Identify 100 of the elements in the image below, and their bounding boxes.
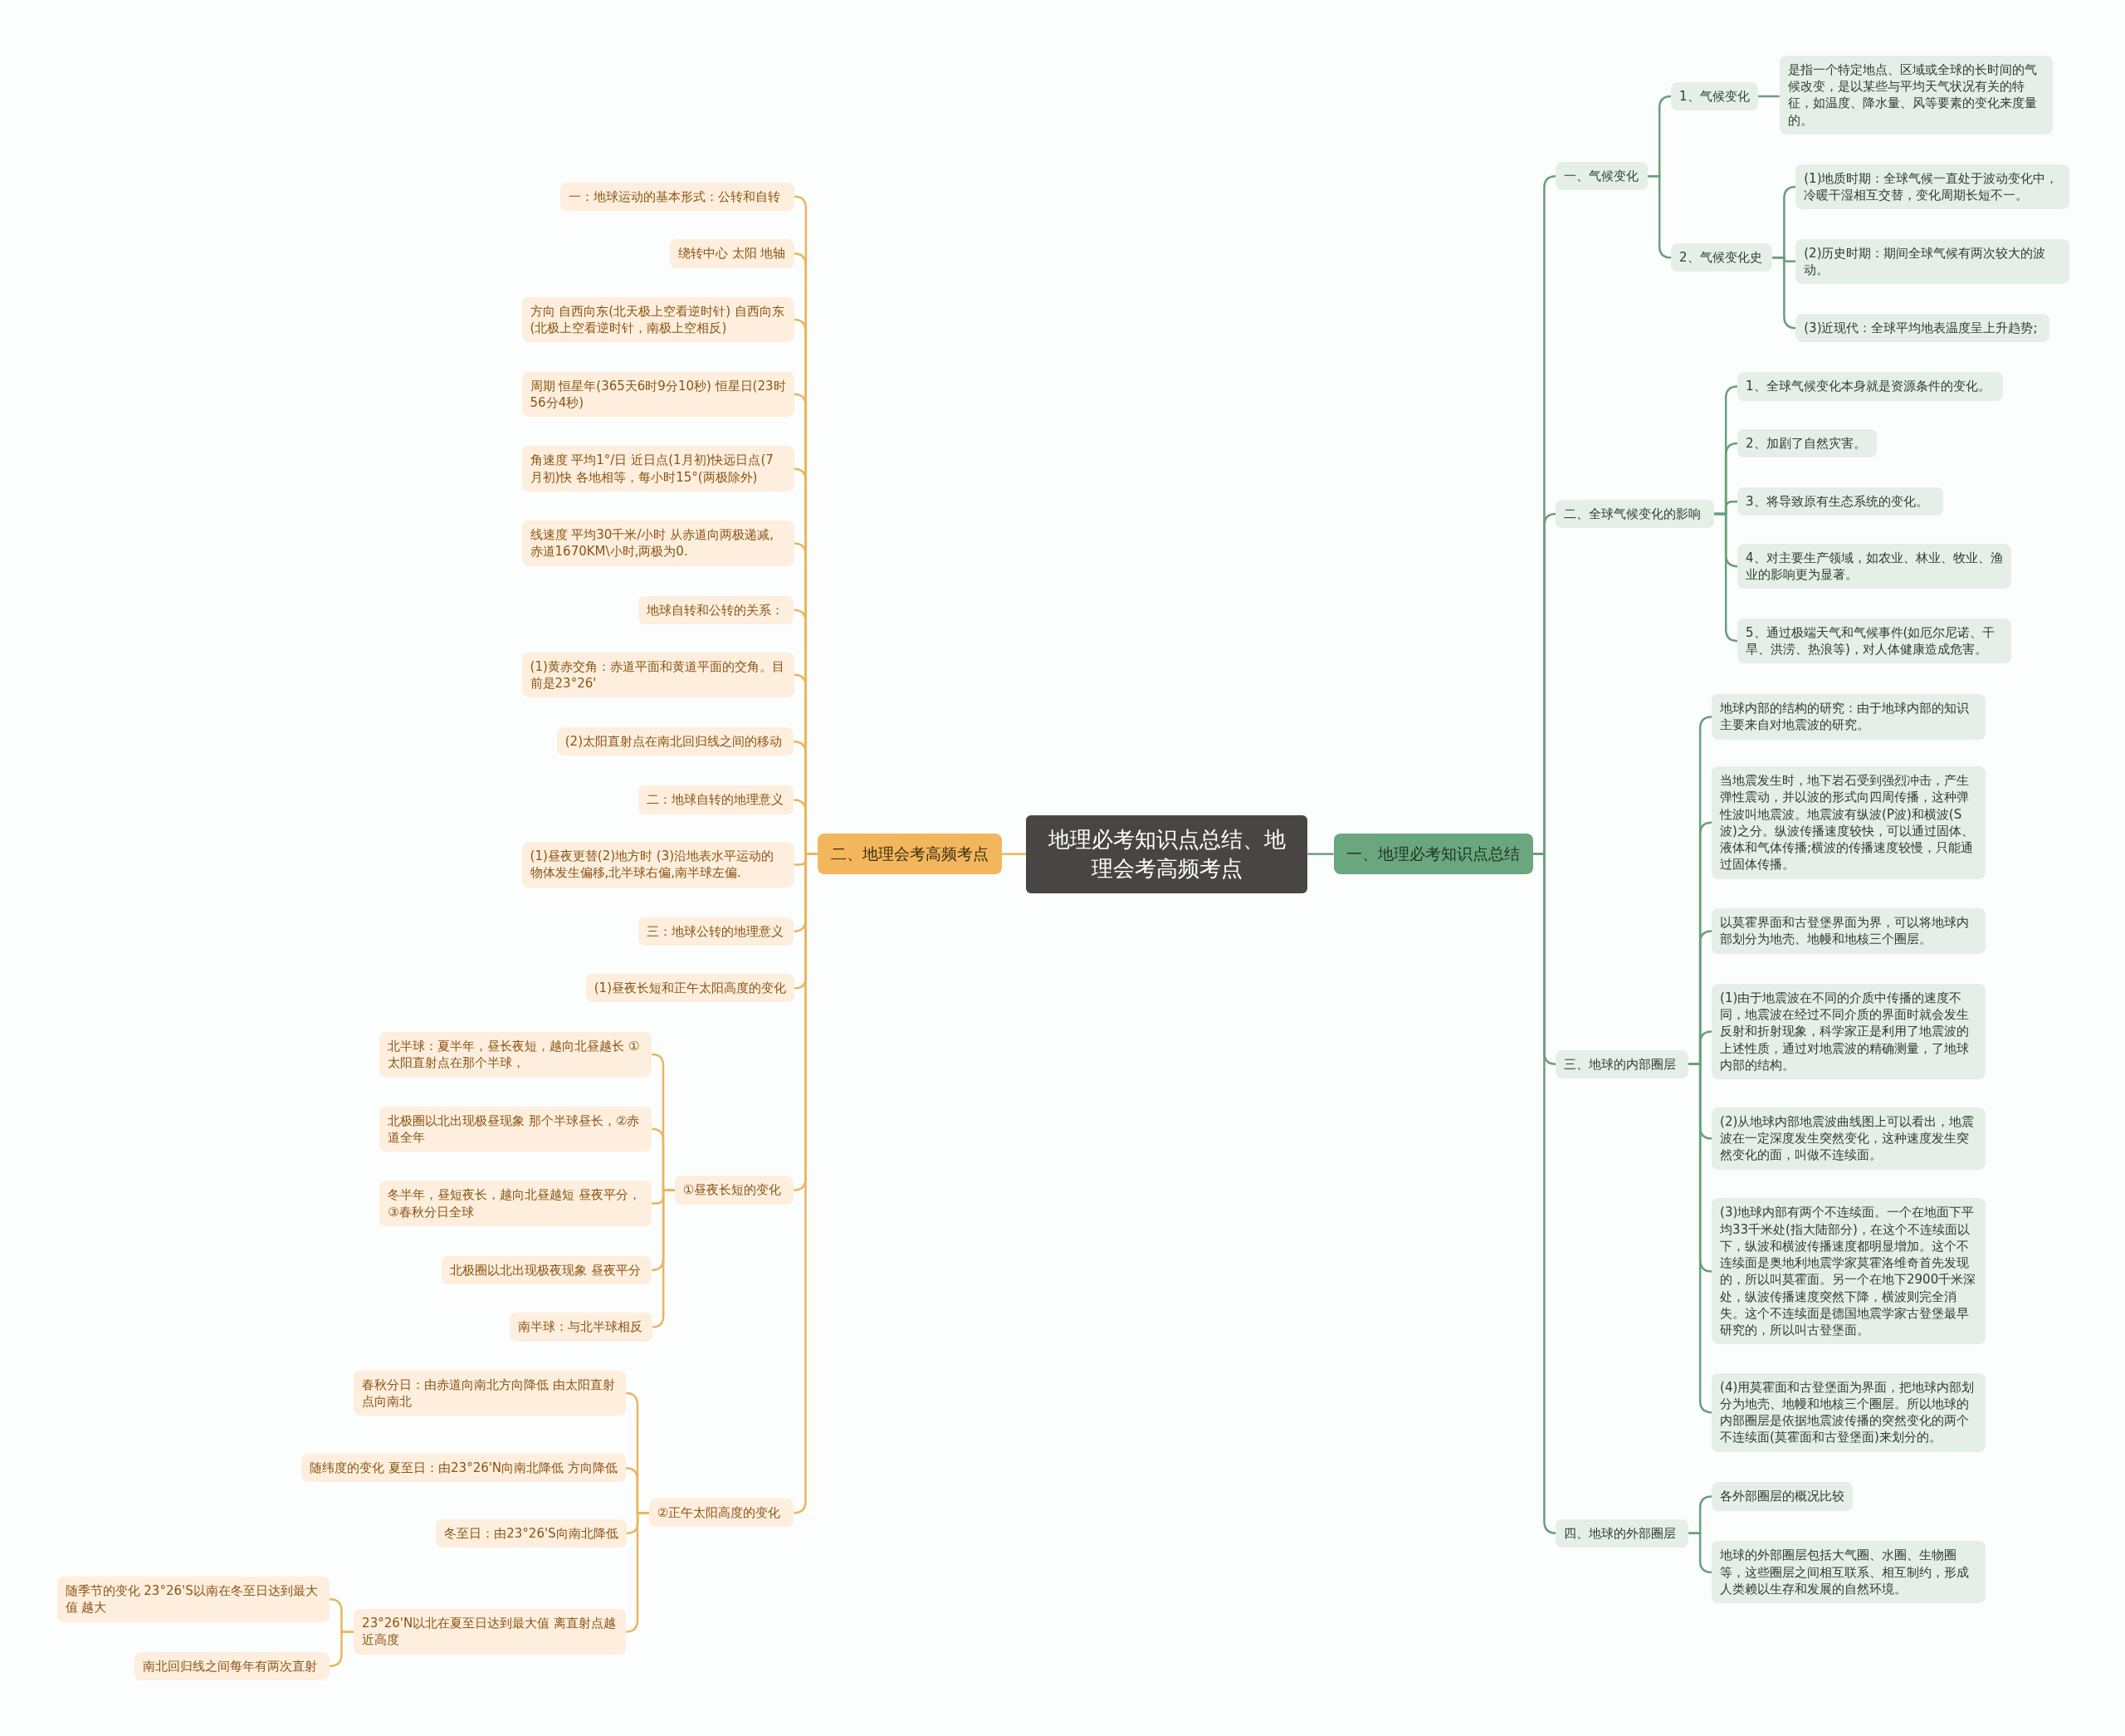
topic-text: 一、地理必考知识点总结 [1346, 843, 1521, 864]
topic-box [521, 521, 794, 566]
topic-text: 2、气候变化史 [1679, 249, 1763, 267]
topic-box [521, 296, 794, 343]
topic-box [1556, 1518, 1689, 1548]
topic-text: (3)地球内部有两个不连续面。一个在地面下平均33千米处(指大陆部分)，在这个不连续面以下，纵波和横波传播速度都明显增加。这个不连续面是奥地利地震学家莫霍洛维奇首先发现的，所以叫莫霍面。另一个在地下2900千米深处，纵波传播速度突然下降，横波则完全消失。这个不连续面是德国地震学家古登堡最早研究的，所以叫古登堡面。 [1720, 1204, 1977, 1339]
topic-box [1712, 1482, 1854, 1511]
topic-text: 周期 恒星年(365天6时9分10秒) 恒星日(23时56分4秒) [530, 377, 786, 412]
topic-text: 5、通过极端天气和气候事件(如厄尔尼诺、干旱、洪涝、热浪等)，对人体健康造成危害。 [1746, 623, 1996, 658]
topic-text: 北极圈以北出现极昼现象 那个半球昼长，②赤道全年 [388, 1112, 641, 1146]
topic-box [379, 1106, 652, 1152]
topic-box [1671, 81, 1758, 111]
topic-text: 随纬度的变化 夏至日：由23°26'N向南北降低 方向降低 [310, 1460, 618, 1477]
topic-box [638, 917, 794, 946]
topic-box [1712, 766, 1986, 879]
topic-text: 当地震发生时，地下岩石受到强烈冲击，产生弹性震动，并以波的形式向四周传播，这种弹性波叫地震波。地震波有纵波(P波)和横波(S波)之分。纵波传播速度较快，可以通过固体、液体和气体传播;横波的传播速度较慢，只能通过固体传播。 [1720, 772, 1975, 873]
topic-text: 三：地球公转的地理意义 [646, 922, 784, 940]
topic-box [379, 1031, 652, 1078]
topic-box [1795, 314, 2049, 343]
connector-line [651, 1189, 675, 1328]
topic-box [521, 842, 794, 888]
topic-text: 春秋分日：由赤道向南北方向降低 由太阳直射点向南北 [362, 1376, 616, 1411]
topic-text: 冬半年，昼短夜长，越向北昼越短 昼夜平分，③春秋分日全球 [388, 1186, 642, 1220]
topic-box [1712, 908, 1986, 954]
topic-box [1779, 55, 2054, 134]
topic-box [638, 785, 794, 814]
topic-box [1795, 164, 2070, 210]
topic-box [1737, 487, 1944, 516]
topic-box [1712, 1541, 1986, 1604]
topic-text: 地球内部的结构的研究：由于地球内部的知识主要来自对地震波的研究。 [1720, 700, 1971, 734]
topic-text: 二、地理会考高频考点 [829, 843, 989, 864]
connector-line [625, 1511, 649, 1633]
connector-line [329, 1631, 354, 1667]
topic-box [1737, 372, 2004, 401]
topic-box [442, 1255, 652, 1285]
connector-line [1001, 853, 1026, 855]
topic-text: 地理必考知识点总结、地理会考高频考点 [1047, 825, 1287, 883]
topic-text: (1)由于地震波在不同的介质中传播的速度不同，地震波在经过不同介质的界面时就会发生反射和折射现象，科学家正是利用了地震波的上述性质，通过对地震波的精确测量，了地球内部的结构。 [1720, 989, 1971, 1074]
topic-text: 线速度 平均30千米/小时 从赤道向两极递减,赤道1670KM\小时,两极为0. [530, 526, 774, 560]
topic-text: 方向 自西向东(北天极上空看逆时针) 自西向东(北极上空看逆时针，南极上空相反) [530, 302, 785, 337]
topic-box [1556, 499, 1715, 528]
connector-line [1757, 95, 1780, 98]
topic-text: (1)昼夜长短和正午太阳高度的变化 [594, 980, 787, 997]
topic-text: ②正午太阳高度的变化 [657, 1504, 782, 1522]
topic-box [1556, 1049, 1689, 1078]
topic-text: 地球的外部圈层包括大气圈、水圈、生物圈等，这些圈层之间相互联系、相互制约，形成人类赖以生存和发展的自然环境。 [1720, 1547, 1971, 1598]
topic-box [1712, 1107, 1986, 1170]
topic-box [669, 239, 794, 268]
topic-box [556, 727, 794, 756]
topic-box [1737, 618, 2011, 664]
topic-text: 北半球：夏半年，昼长夜短，越向北昼越长 ①太阳直射点在那个半球， [388, 1037, 641, 1072]
topic-text: 3、将导致原有生态系统的变化。 [1746, 493, 1929, 511]
topic-box [1795, 238, 2070, 285]
topic-box [436, 1518, 627, 1548]
topic-text: (1)黄赤交角：赤道平面和黄道平面的交角。目前是23°26' [530, 658, 785, 692]
topic-box [354, 1609, 627, 1655]
topic-text: (1)昼夜更替(2)地方时 (3)沿地表水平运动的物体发生偏移,北半球右偏,南半球左偏. [530, 848, 775, 882]
topic-box [134, 1651, 330, 1680]
topic-text: ①昼夜长短的变化 [682, 1181, 783, 1199]
topic-text: 角速度 平均1°/日 近日点(1月初)快远日点(7月初)快 各地相等，每小时15°(两极除外) [530, 452, 774, 486]
topic-text: 各外部圈层的概况比较 [1720, 1488, 1845, 1505]
topic-box [585, 974, 795, 1003]
connector-line [1648, 175, 1673, 259]
topic-box [521, 652, 794, 698]
topic-box [379, 1181, 652, 1226]
topic-box [559, 182, 795, 211]
topic-text: (2)历史时期：期间全球气候有两次较大的波动。 [1804, 244, 2047, 279]
connector-line [1772, 257, 1797, 330]
topic-text: (2)从地球内部地震波曲线图上可以看出，地震波在一定深度发生突然变化，这种速度发生突然变化的面，叫做不连续面。 [1720, 1113, 1976, 1164]
topic-text: 1、全球气候变化本身就是资源条件的变化。 [1746, 378, 1991, 395]
topic-text: 三、地球的内部圈层 [1564, 1055, 1678, 1073]
topic-box [521, 446, 794, 491]
topic-box [1712, 1372, 1986, 1452]
main-branch-box [1333, 833, 1533, 875]
topic-box [301, 1454, 626, 1483]
topic-text: 北极圈以北出现极夜现象 昼夜平分 [450, 1261, 642, 1279]
topic-text: 随季节的变化 23°26'S以南在冬至日达到最大值 越大 [65, 1582, 319, 1616]
topic-box [1737, 428, 1878, 458]
topic-text: 地球自转和公转的关系： [646, 601, 784, 619]
topic-text: 23°26'N以北在夏至日达到最大值 离直射点越近高度 [362, 1615, 617, 1649]
topic-box [521, 371, 794, 418]
topic-text: 南北回归线之间每年有两次直射 [142, 1657, 318, 1675]
topic-text: 二、全球气候变化的影响 [1564, 505, 1702, 522]
topic-text: 以莫霍界面和古登堡界面为界，可以将地球内部划分为地壳、地幔和地核三个圈层。 [1720, 914, 1971, 948]
topic-box [1737, 543, 2011, 589]
topic-text: 4、对主要生产领域，如农业、林业、牧业、渔业的影响更为显著。 [1746, 549, 2003, 584]
topic-text: 南半球：与北半球相反 [518, 1318, 644, 1336]
topic-text: 绕转中心 太阳 地轴 [677, 245, 786, 262]
topic-text: (3)近现代：全球平均地表温度呈上升趋势; [1804, 320, 2039, 337]
topic-box [648, 1499, 794, 1528]
topic-text: 冬至日：由23°26'S向南北降低 [444, 1524, 618, 1542]
connector-line [1688, 1063, 1713, 1414]
connector-line [1688, 1532, 1713, 1573]
connector-line [1714, 512, 1739, 643]
topic-box [510, 1313, 652, 1342]
topic-text: (1)地质时期：全球气候一直处于波动变化中，冷暖干湿相互交替，变化周期长短不一。 [1804, 169, 2059, 204]
topic-box [1712, 983, 1986, 1080]
main-branch-box [817, 833, 1002, 875]
topic-text: 二：地球自转的地理意义 [646, 791, 784, 809]
topic-box [1671, 243, 1773, 272]
